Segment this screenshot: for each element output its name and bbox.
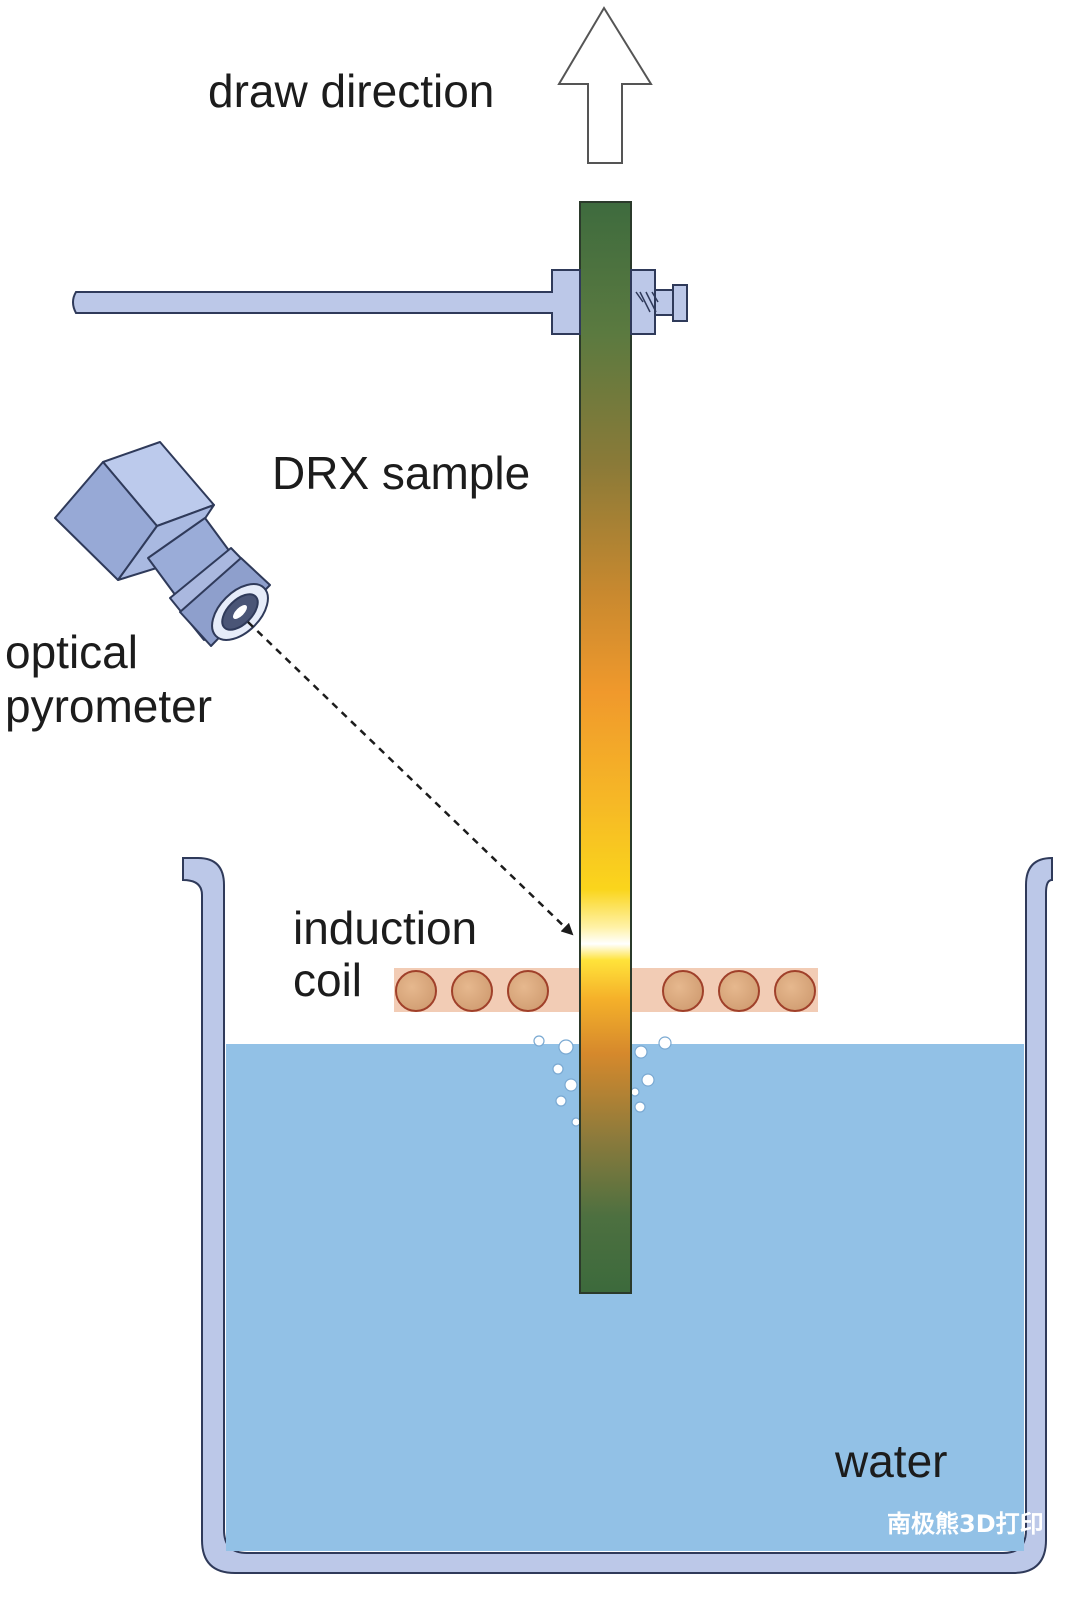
draw-direction-arrow-icon (557, 6, 653, 164)
induction-coil-label-line2: coil (293, 954, 362, 1006)
draw-direction-label: draw direction (208, 65, 494, 117)
watermark-text: 南极熊3D打印 (887, 1510, 1044, 1538)
pyrometer-sight-line (247, 621, 574, 936)
water-label: water (834, 1435, 947, 1487)
drx-sample-rod (579, 201, 632, 1294)
induction-coil-turns (395, 970, 816, 1012)
clamp-bolt-icon (72, 269, 688, 335)
vessel-outer-wall (182, 856, 1053, 1574)
optical-pyrometer-label-line2: pyrometer (5, 680, 212, 732)
optical-pyrometer-icon (54, 441, 271, 647)
water-bubbles (533, 1035, 672, 1127)
drx-sample-label: DRX sample (272, 447, 530, 499)
induction-coil-label-line1: induction (293, 902, 477, 954)
optical-pyrometer-label-line1: optical (5, 626, 138, 678)
